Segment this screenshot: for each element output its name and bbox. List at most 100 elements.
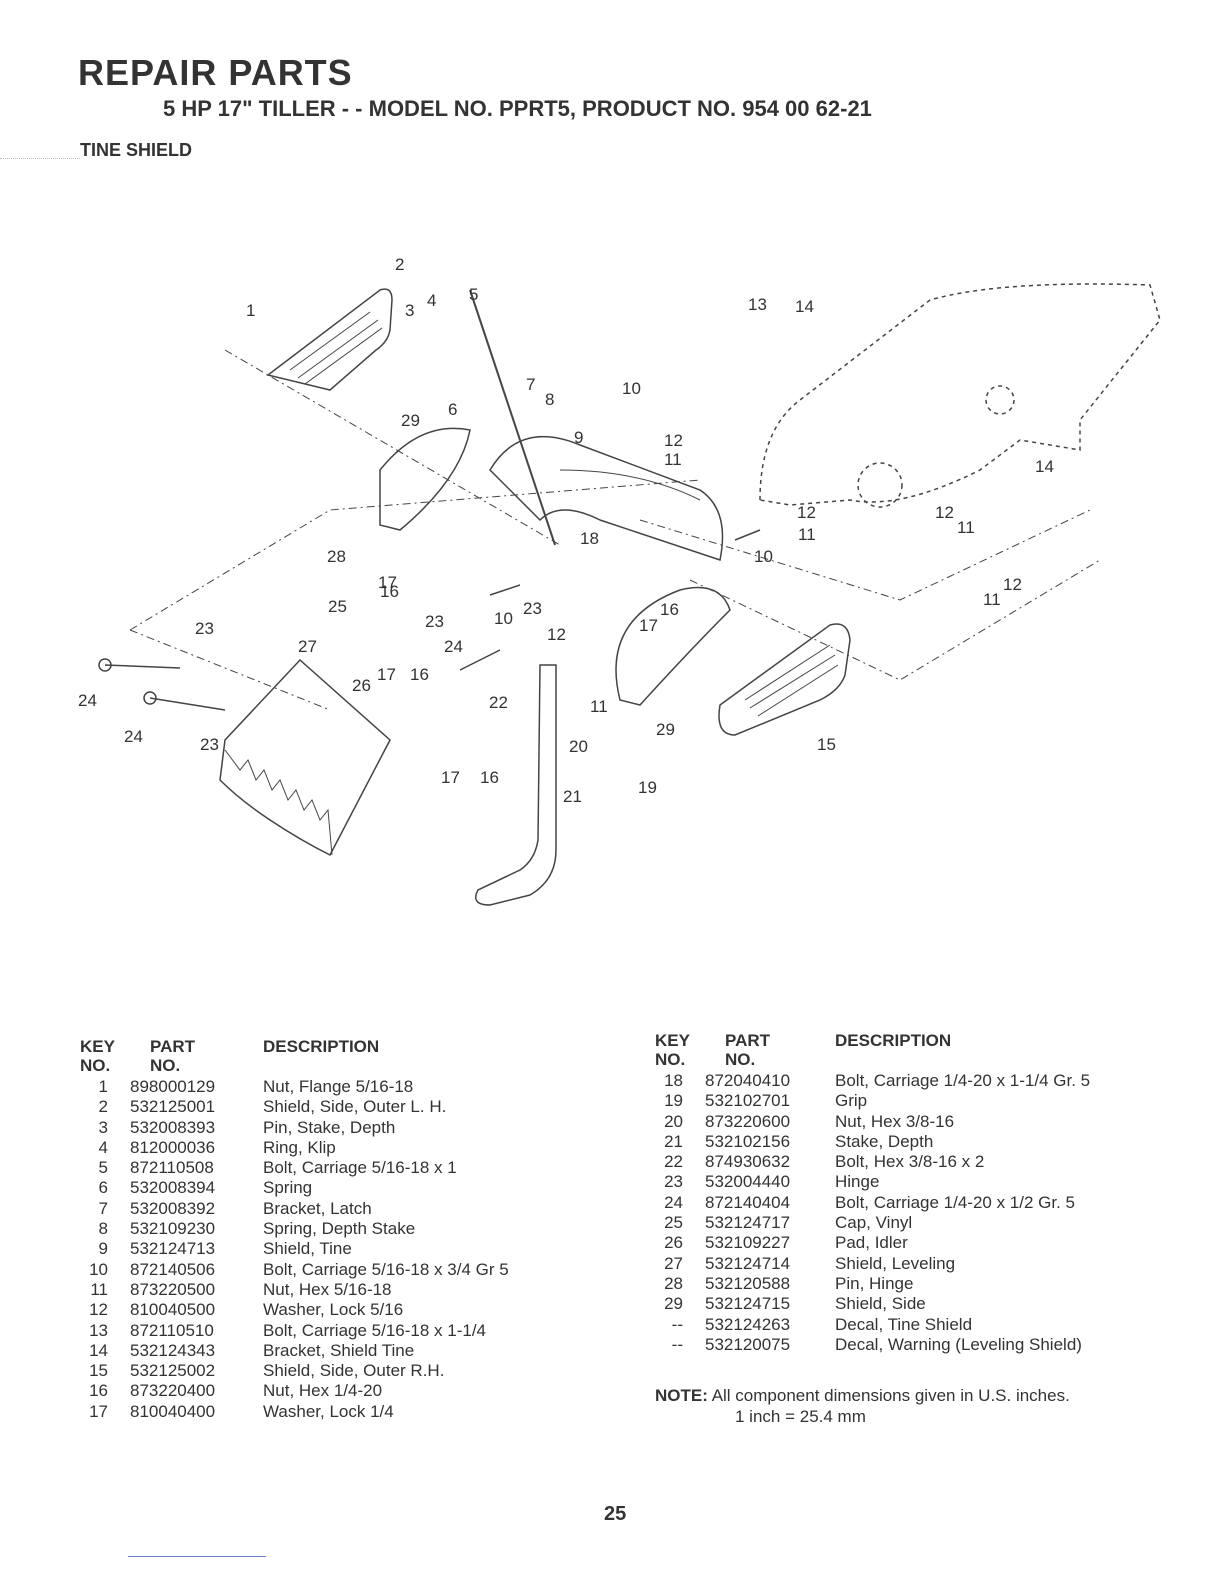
callout-12e: 12 [547,625,566,644]
part-description: Decal, Tine Shield [835,1314,973,1334]
tiller-frame [759,283,1161,506]
part-description: Shield, Tine [263,1239,352,1259]
callout-11b: 11 [798,525,816,544]
key-no: 8 [98,1219,108,1239]
part-description: Spring, Depth Stake [263,1219,416,1239]
section-title: TINE SHIELD [80,140,193,160]
part-description: Grip [835,1091,868,1111]
outer-shield-rh [718,623,851,736]
part-description: Nut, Hex 3/8-16 [835,1111,955,1131]
callout-18: 18 [580,529,599,548]
part-description: Bolt, Carriage 5/16-18 x 1 [263,1158,457,1178]
key-no: 19 [664,1091,683,1111]
part-no: 874930632 [705,1152,791,1172]
part-description: Bolt, Carriage 5/16-18 x 3/4 Gr 5 [263,1259,509,1279]
part-no: 532124714 [705,1253,791,1273]
callout-28: 28 [327,547,346,566]
key-no: 18 [664,1071,683,1090]
part-description: Pin, Hinge [835,1273,914,1293]
part-description: Decal, Warning (Leveling Shield) [835,1334,1082,1354]
callout-13: 13 [748,295,767,314]
callout-24b: 24 [124,727,143,746]
part-no: 532109230 [130,1219,216,1239]
callout-16: 16 [380,582,399,601]
exploded-parts-diagram: 1 2 3 4 5 6 7 8 9 10 10 10 11 11 11 11 1… [78,255,1161,906]
callout-labels: 1 2 3 4 5 6 7 8 9 10 10 10 11 11 11 11 1… [78,255,1054,806]
page-number: 25 [604,1503,627,1525]
callout-5: 5 [469,285,478,304]
callout-23b: 23 [425,612,444,631]
callout-16c: 16 [410,665,429,684]
key-no: 14 [89,1340,108,1360]
part-no: 532124713 [130,1239,216,1259]
callout-19: 19 [638,778,657,797]
key-no: 23 [664,1172,683,1192]
callout-24: 24 [78,691,97,710]
callout-2: 2 [395,255,404,274]
callout-15: 15 [817,735,836,754]
callout-12b: 12 [797,503,816,522]
key-no: 21 [664,1131,683,1151]
key-no: 4 [98,1137,108,1157]
key-no: 17 [89,1401,108,1421]
key-no: -- [671,1334,683,1354]
callout-11c: 11 [957,518,975,537]
callout-17d: 17 [441,768,460,787]
key-no: 22 [664,1152,683,1172]
footer-line [128,1556,266,1557]
part-description: Pin, Stake, Depth [263,1117,396,1137]
key-no: 6 [98,1178,108,1198]
part-description: Bolt, Carriage 1/4-20 x 1/2 Gr. 5 [835,1192,1076,1212]
note-label: NOTE: [655,1386,708,1405]
part-description: Stake, Depth [835,1131,934,1151]
part-no: 532124343 [130,1340,216,1360]
part-no: 873220500 [130,1279,216,1299]
key-no: 25 [664,1213,683,1233]
callout-29b: 29 [656,720,675,739]
callout-17: 17 [378,573,397,592]
table-row: 8 532109230 Spring, Depth Stake [80,1219,640,1239]
callout-12d: 12 [1003,575,1022,594]
part-description: Bolt, Carriage 1/4-20 x 1-1/4 Gr. 5 [835,1071,1091,1090]
part-no: 532008392 [130,1198,216,1218]
callout-22: 22 [489,693,508,712]
tine-shield [489,435,724,561]
part-no: 872110510 [130,1320,214,1340]
part-no: 873220400 [130,1381,216,1401]
callout-11d: 11 [983,590,1001,609]
callout-23d: 23 [200,735,219,754]
part-description: Washer, Lock 5/16 [263,1300,404,1320]
part-description: Bracket, Shield Tine [263,1340,415,1360]
callout-17b: 17 [639,616,658,635]
model-subtitle: 5 HP 17" TILLER - - MODEL NO. PPRT5, PRO… [163,96,872,121]
table-row: -- 532120075 Decal, Warning (Leveling Shie… [655,1335,1175,1355]
callout-9: 9 [574,428,583,447]
table-row: 14 532124343 Bracket, Shield Tine [80,1341,640,1361]
key-no: 15 [89,1361,108,1381]
depth-stake [475,664,557,906]
part-no: 532120075 [705,1334,791,1354]
key-no: 10 [89,1259,108,1279]
key-no: 1 [98,1077,108,1096]
part-description: Ring, Klip [263,1137,336,1157]
